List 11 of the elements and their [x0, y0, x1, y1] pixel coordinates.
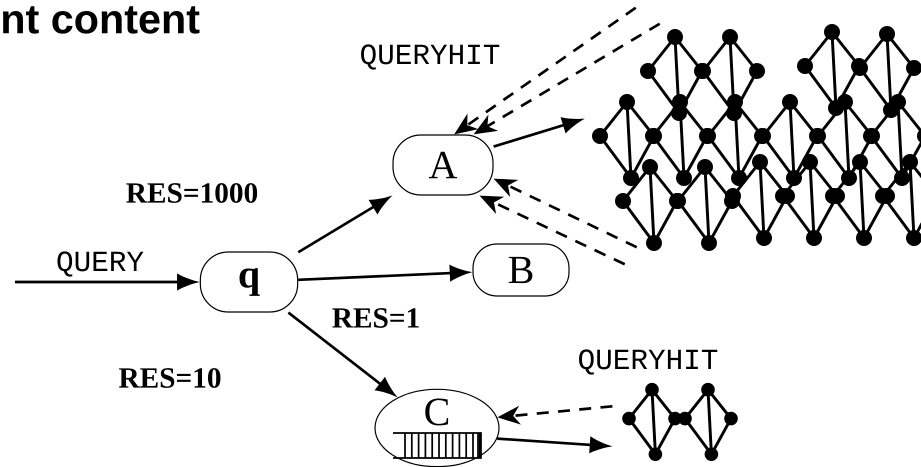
- arrow: [298, 196, 390, 254]
- arrow: [288, 312, 395, 396]
- network-drawing: [622, 382, 738, 462]
- edge-label: RES=1000: [126, 183, 258, 203]
- title: nt content: [3, 6, 200, 34]
- edge-label: RES=1: [332, 308, 419, 328]
- edge-label: QUERYHIT: [579, 349, 718, 375]
- edge-label: QUERY: [57, 251, 144, 277]
- edge-label: QUERYHIT: [361, 44, 500, 70]
- network-drawing: [592, 24, 921, 251]
- edge-label: RES=10: [118, 368, 220, 388]
